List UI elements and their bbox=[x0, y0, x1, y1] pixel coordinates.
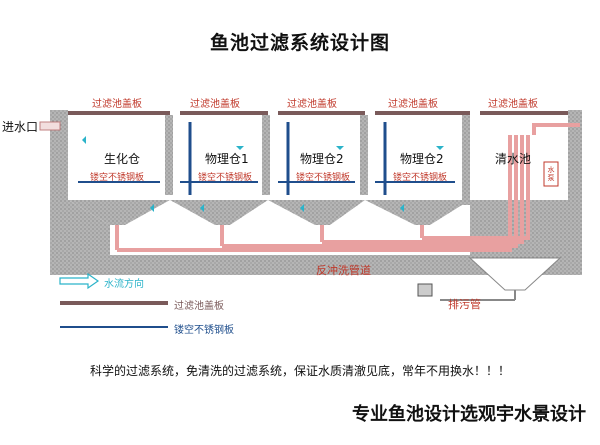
hopper-1b bbox=[68, 200, 110, 255]
chamber-label-1: 生化仓 bbox=[104, 152, 141, 166]
tank-left-wall bbox=[50, 110, 68, 275]
cover-label-5: 过滤池盖板 bbox=[488, 99, 538, 110]
page-title: 鱼池过滤系统设计图 bbox=[209, 32, 390, 54]
mesh-label-1: 镂空不锈钢板 bbox=[90, 173, 145, 183]
pump-box bbox=[543, 161, 559, 187]
mesh-label-3: 镂空不锈钢板 bbox=[296, 173, 351, 183]
legend-cover-label: 过滤池盖板 bbox=[174, 301, 224, 312]
legend-flow-label: 水流方向 bbox=[104, 279, 144, 290]
tank-bottom bbox=[50, 255, 582, 275]
drain-label: 排污管 bbox=[448, 298, 481, 311]
legend-mesh-label: 镂空不锈钢板 bbox=[174, 325, 234, 336]
drain-valve bbox=[417, 283, 433, 297]
hopper-2 bbox=[170, 200, 268, 225]
footer-note: 科学的过滤系统，免清洗的过滤系统，保证水质清澈见底，常年不用换水！！！ bbox=[89, 364, 510, 378]
inlet-pipe bbox=[39, 121, 61, 131]
cover-label-2: 过滤池盖板 bbox=[190, 99, 240, 110]
hopper-3 bbox=[268, 200, 365, 225]
sump bbox=[468, 257, 562, 291]
mesh-label-4: 镂空不锈钢板 bbox=[393, 173, 448, 183]
chamber-label-3: 物理仓2 bbox=[300, 152, 344, 166]
hopper-4 bbox=[365, 200, 470, 225]
backwash-label: 反冲洗管道 bbox=[316, 264, 371, 277]
tank-right-wall bbox=[568, 110, 582, 275]
chamber-label-2: 物理仓1 bbox=[205, 152, 249, 166]
flow-arrows bbox=[82, 136, 444, 212]
hopper-1 bbox=[68, 200, 170, 225]
legend-flow-arrow bbox=[59, 272, 100, 290]
cover-label-4: 过滤池盖板 bbox=[388, 99, 438, 110]
legend bbox=[59, 272, 168, 328]
inlet-label: 进水口 bbox=[2, 120, 39, 134]
mesh-label-2: 镂空不锈钢板 bbox=[198, 173, 253, 183]
backwash-pipes bbox=[115, 123, 580, 252]
cover-label-1: 过滤池盖板 bbox=[92, 99, 142, 110]
partitions bbox=[165, 115, 470, 205]
chamber-label-4: 物理仓2 bbox=[400, 152, 444, 166]
chamber-label-5: 清水池 bbox=[495, 152, 532, 166]
cover-label-3: 过滤池盖板 bbox=[287, 99, 337, 110]
pump-label: 水泵 bbox=[547, 166, 555, 182]
footer-brand: 专业鱼池设计选观宇水景设计 bbox=[352, 404, 586, 425]
